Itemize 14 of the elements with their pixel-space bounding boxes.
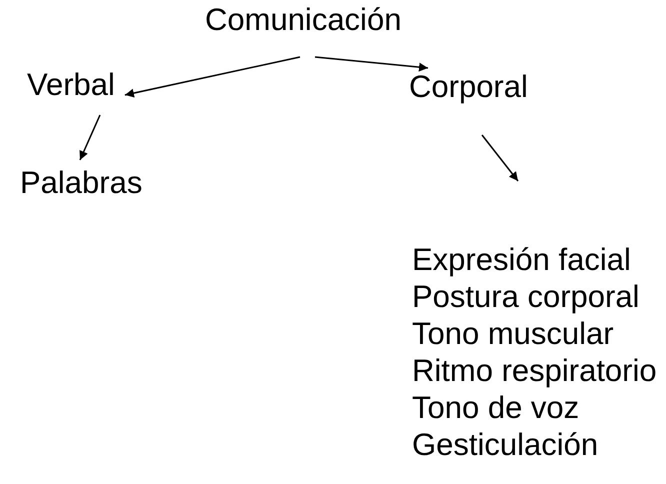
arrow <box>481 134 519 182</box>
arrow <box>124 56 300 98</box>
concept-label: Comunicación <box>205 1 402 38</box>
list-item: Postura corporal <box>412 278 640 315</box>
list-item: Gesticulación <box>412 426 598 463</box>
concept-label: Corporal <box>409 68 528 105</box>
concept-label: Palabras <box>20 164 142 201</box>
arrow <box>79 114 101 160</box>
list-item: Expresión facial <box>412 241 631 278</box>
list-item: Tono muscular <box>412 315 614 352</box>
list-item: Ritmo respiratorio <box>412 352 657 389</box>
concept-label: Verbal <box>27 66 115 103</box>
arrow <box>314 56 428 72</box>
list-item: Tono de voz <box>412 389 580 426</box>
